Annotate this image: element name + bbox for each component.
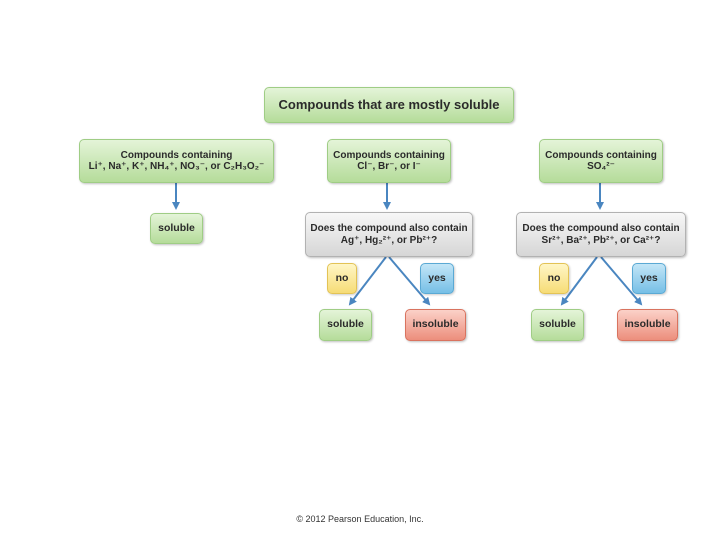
col3-yes-label: yes xyxy=(640,271,658,284)
col2-no-label: no xyxy=(335,271,349,284)
col2-insoluble-box: insoluble xyxy=(405,309,466,341)
col1-soluble-box: soluble xyxy=(150,213,203,244)
col3-header-line2: SO₄²⁻ xyxy=(587,161,615,172)
col3-soluble-box: soluble xyxy=(531,309,584,341)
col2-yes-label: yes xyxy=(428,271,446,284)
col1-header-line2: Li⁺, Na⁺, K⁺, NH₄⁺, NO₃⁻, or C₂H₃O₂⁻ xyxy=(88,161,265,172)
col3-question-line2: Sr²⁺, Ba²⁺, Pb²⁺, or Ca²⁺? xyxy=(541,234,661,246)
col2-question-line1: Does the compound also contain xyxy=(310,223,468,235)
title-box: Compounds that are mostly soluble xyxy=(264,87,514,123)
col2-question-line2: Ag⁺, Hg₂²⁺, or Pb²⁺? xyxy=(340,234,438,246)
col3-question-box: Does the compound also contain Sr²⁺, Ba²… xyxy=(516,212,686,257)
col2-insoluble-label: insoluble xyxy=(412,318,459,331)
col3-no-label: no xyxy=(547,271,561,284)
col2-no-box: no xyxy=(327,263,357,294)
col3-yes-box: yes xyxy=(632,263,666,294)
arrow-col3-question-to-soluble xyxy=(560,256,598,306)
copyright-footer: © 2012 Pearson Education, Inc. xyxy=(296,514,424,524)
col2-soluble-label: soluble xyxy=(327,318,364,331)
col3-question-line1: Does the compound also contain xyxy=(522,223,680,235)
title-text: Compounds that are mostly soluble xyxy=(278,96,500,112)
col2-header-line1: Compounds containing xyxy=(333,149,445,161)
arrow-col2-question-to-soluble xyxy=(348,256,387,306)
col2-soluble-box: soluble xyxy=(319,309,372,341)
col2-question-box: Does the compound also contain Ag⁺, Hg₂²… xyxy=(305,212,473,257)
col2-header-line2: Cl⁻, Br⁻, or I⁻ xyxy=(357,161,421,172)
arrow-col2-question-to-insoluble xyxy=(388,256,431,306)
col1-header-line1: Compounds containing xyxy=(120,149,233,161)
col1-header-box: Compounds containing Li⁺, Na⁺, K⁺, NH₄⁺,… xyxy=(79,139,274,183)
col3-header-line1: Compounds containing xyxy=(545,149,657,161)
col3-insoluble-label: insoluble xyxy=(624,318,671,331)
col2-yes-box: yes xyxy=(420,263,454,294)
col3-header-box: Compounds containing SO₄²⁻ xyxy=(539,139,663,183)
col3-insoluble-box: insoluble xyxy=(617,309,678,341)
col3-no-box: no xyxy=(539,263,569,294)
arrow-col3-question-to-insoluble xyxy=(600,256,643,306)
col1-soluble-label: soluble xyxy=(158,221,195,234)
col2-header-box: Compounds containing Cl⁻, Br⁻, or I⁻ xyxy=(327,139,451,183)
col3-soluble-label: soluble xyxy=(539,318,576,331)
